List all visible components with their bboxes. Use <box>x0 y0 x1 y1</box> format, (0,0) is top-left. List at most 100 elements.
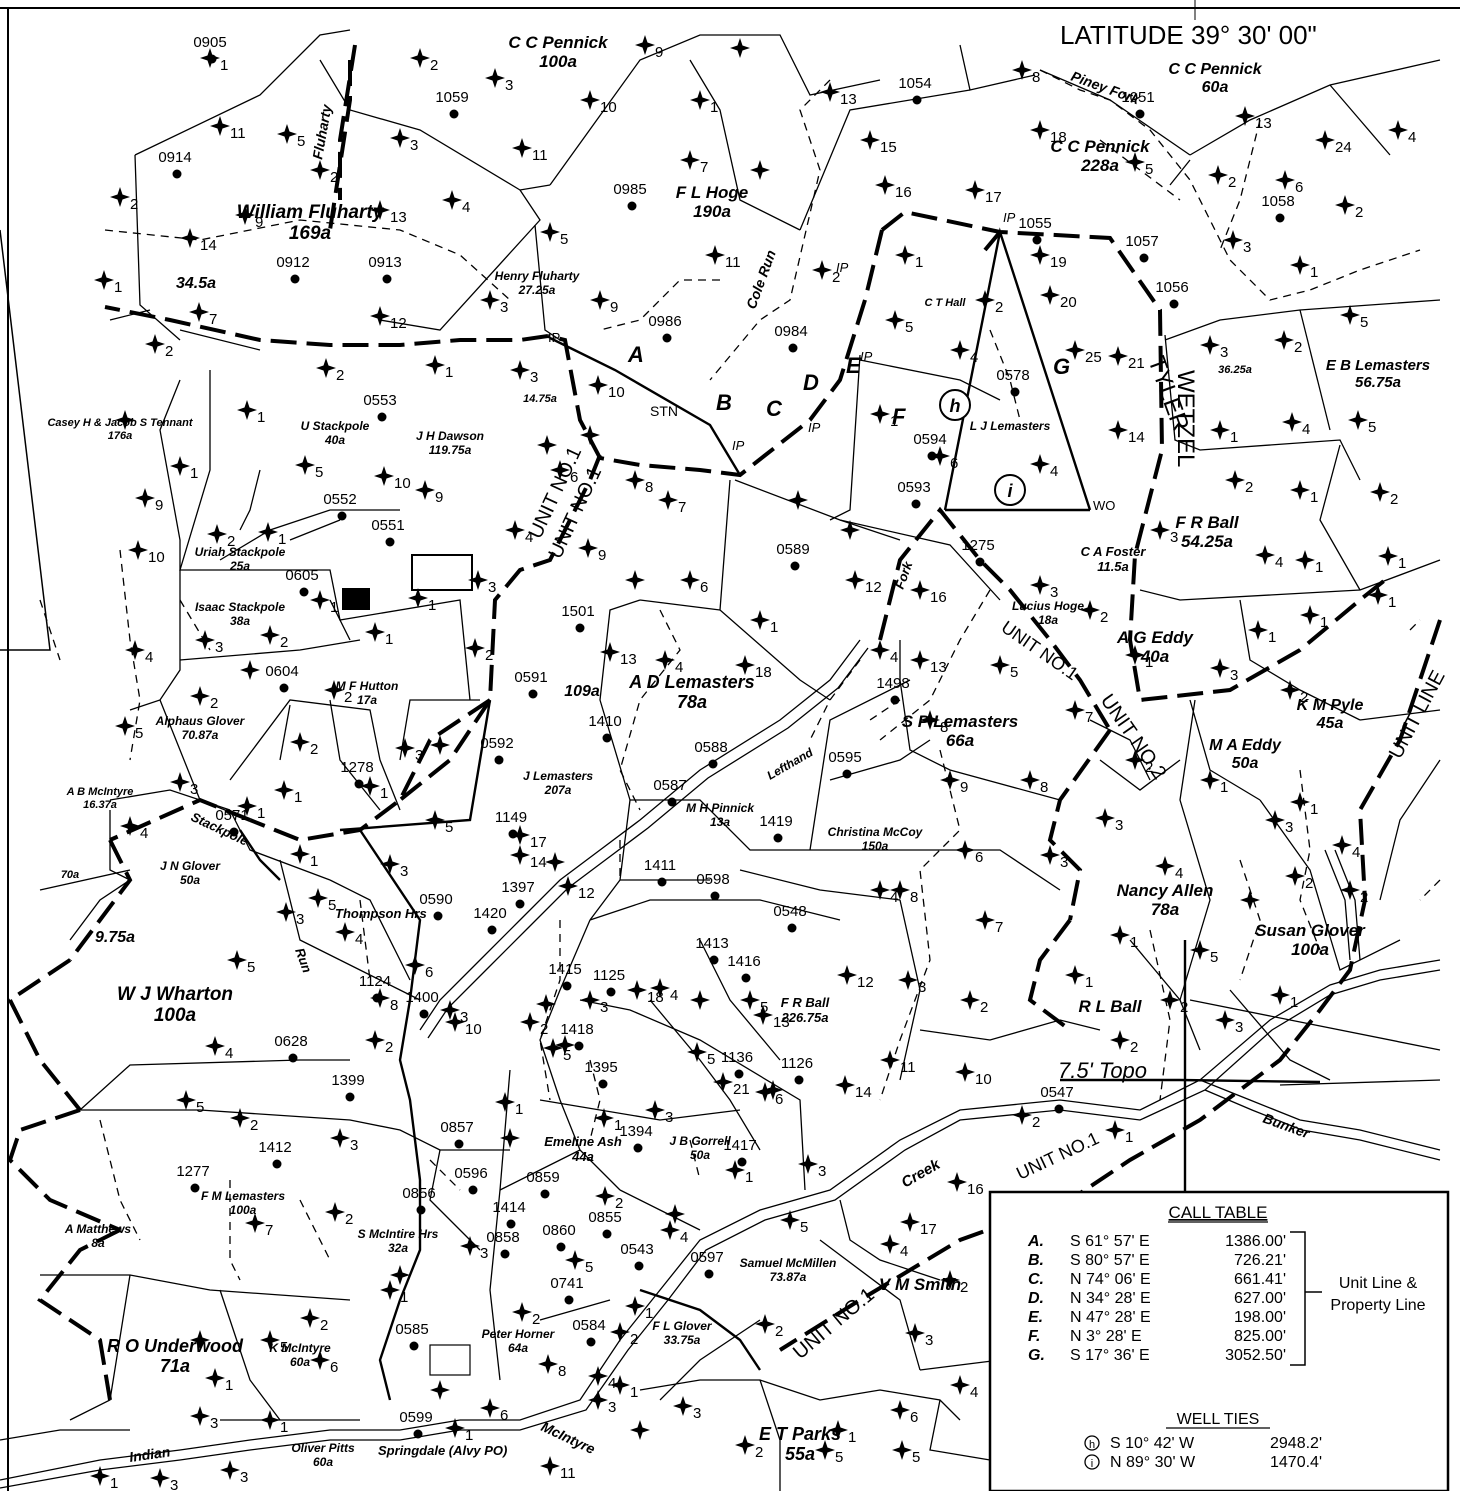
well-label-0914: 0914 <box>158 149 191 166</box>
well-star: 5 <box>1340 305 1368 331</box>
well-star-number: 2 <box>1145 759 1153 776</box>
well-star: 1 <box>200 48 228 74</box>
well-star: 4 <box>1388 120 1416 146</box>
well-star: 1 <box>1270 985 1298 1011</box>
well-label-0599: 0599 <box>399 1409 432 1426</box>
well-star: 6 <box>1275 170 1303 196</box>
well-label-1400: 1400 <box>405 989 438 1006</box>
well-star-number: 1 <box>385 631 393 648</box>
call-point: G. <box>1028 1347 1045 1364</box>
well-star: 2 <box>300 1308 328 1334</box>
well-label-1277: 1277 <box>176 1163 209 1180</box>
well-star-number: 10 <box>975 1071 992 1088</box>
well-dot <box>1010 387 1020 397</box>
well-star-number: 1 <box>445 364 453 381</box>
well-star: 1 <box>1378 546 1406 572</box>
well-star-number: 9 <box>610 299 618 316</box>
well-star: 11 <box>880 1050 916 1076</box>
owner-name: F R Ball <box>1175 513 1240 532</box>
call-point: B. <box>1028 1252 1044 1269</box>
well-star: 5 <box>227 950 255 976</box>
well-star-number: 9 <box>598 547 606 564</box>
well-star: 2 <box>812 260 840 286</box>
well-label-0552: 0552 <box>323 491 356 508</box>
owner-acreage: 100a <box>1291 940 1329 959</box>
well-star: 7 <box>680 150 708 176</box>
call-point: E. <box>1028 1309 1043 1326</box>
well-star-number: 1 <box>770 619 778 636</box>
owner-name: Samuel McMillen <box>740 1256 837 1270</box>
feature-label-town: Springdale (Alvy PO) <box>378 1443 507 1458</box>
owner-name: C A Foster <box>1081 544 1147 559</box>
well-label-0741: 0741 <box>550 1275 583 1292</box>
well-dot <box>1032 235 1042 245</box>
owner-acreage: 78a <box>677 692 707 712</box>
owner-acreage: 78a <box>1151 900 1179 919</box>
well-label-0860: 0860 <box>542 1222 575 1239</box>
well-star-number: 2 <box>832 269 840 286</box>
well-star-number: 2 <box>430 57 438 74</box>
well-star-number: 6 <box>570 469 578 486</box>
well-star: 13 <box>820 82 857 108</box>
well-star: 7 <box>245 1213 273 1239</box>
well-star-number: 5 <box>315 464 323 481</box>
owner-acreage: 18a <box>1038 613 1058 627</box>
well-label-1395: 1395 <box>584 1059 617 1076</box>
well-star: 2 <box>755 1314 783 1340</box>
owner-name: Casey H & Jacob S Tennant <box>47 417 193 429</box>
well-star-number: 4 <box>1352 844 1360 861</box>
well-label-0604: 0604 <box>265 663 298 680</box>
acreage-label: 109a <box>564 683 600 700</box>
well-label-0571: 0571 <box>215 807 248 824</box>
well-star: 1 <box>870 404 898 430</box>
well-star: 1 <box>1248 620 1276 646</box>
well-dot <box>272 1159 282 1169</box>
well-star-number: 3 <box>505 77 513 94</box>
well-star-number: 4 <box>675 659 683 676</box>
well-star: 1 <box>594 1108 622 1134</box>
well-star: 3 <box>195 630 223 656</box>
well-star: 5 <box>115 716 143 742</box>
well-label-0551: 0551 <box>371 517 404 534</box>
well-star: 4 <box>442 190 470 216</box>
well-star <box>630 1420 650 1440</box>
roads <box>0 639 1441 1489</box>
well-dot <box>454 1139 464 1149</box>
owner-name: William Fluharty <box>237 202 385 223</box>
owner-name: K McIntyre <box>269 1341 331 1355</box>
well-star: 5 <box>990 655 1018 681</box>
well-dot <box>299 587 309 597</box>
well-star-number: 13 <box>390 209 407 226</box>
well-star-number: 2 <box>130 196 138 213</box>
feature-label-ip: IP <box>836 260 849 275</box>
well-star: 16 <box>947 1172 984 1198</box>
well-star: 21 <box>713 1072 750 1098</box>
well-star: 25 <box>1065 340 1102 366</box>
well-dot <box>279 683 289 693</box>
well-star-number: 10 <box>600 99 617 116</box>
well-dot <box>667 797 677 807</box>
well-star-number: 1 <box>278 531 286 548</box>
well-star <box>1240 890 1260 910</box>
tie-distance: 1470.4' <box>1270 1454 1322 1471</box>
well-star-number: 5 <box>800 1219 808 1236</box>
well-label-0605: 0605 <box>285 567 318 584</box>
well-star: 3 <box>1215 1010 1243 1036</box>
well-star: 4 <box>870 880 898 906</box>
well-star: 5 <box>687 1042 715 1068</box>
well-labels: 0905091410590985105410511055105710581056… <box>158 34 1294 1426</box>
well-star-number: 12 <box>857 974 874 991</box>
owner-name: Isaac Stackpole <box>195 600 285 614</box>
well-star-number: 3 <box>925 1332 933 1349</box>
well-dot <box>1169 299 1179 309</box>
well-star-number: 13 <box>1255 115 1272 132</box>
owner-name: J N Glover <box>160 859 221 873</box>
